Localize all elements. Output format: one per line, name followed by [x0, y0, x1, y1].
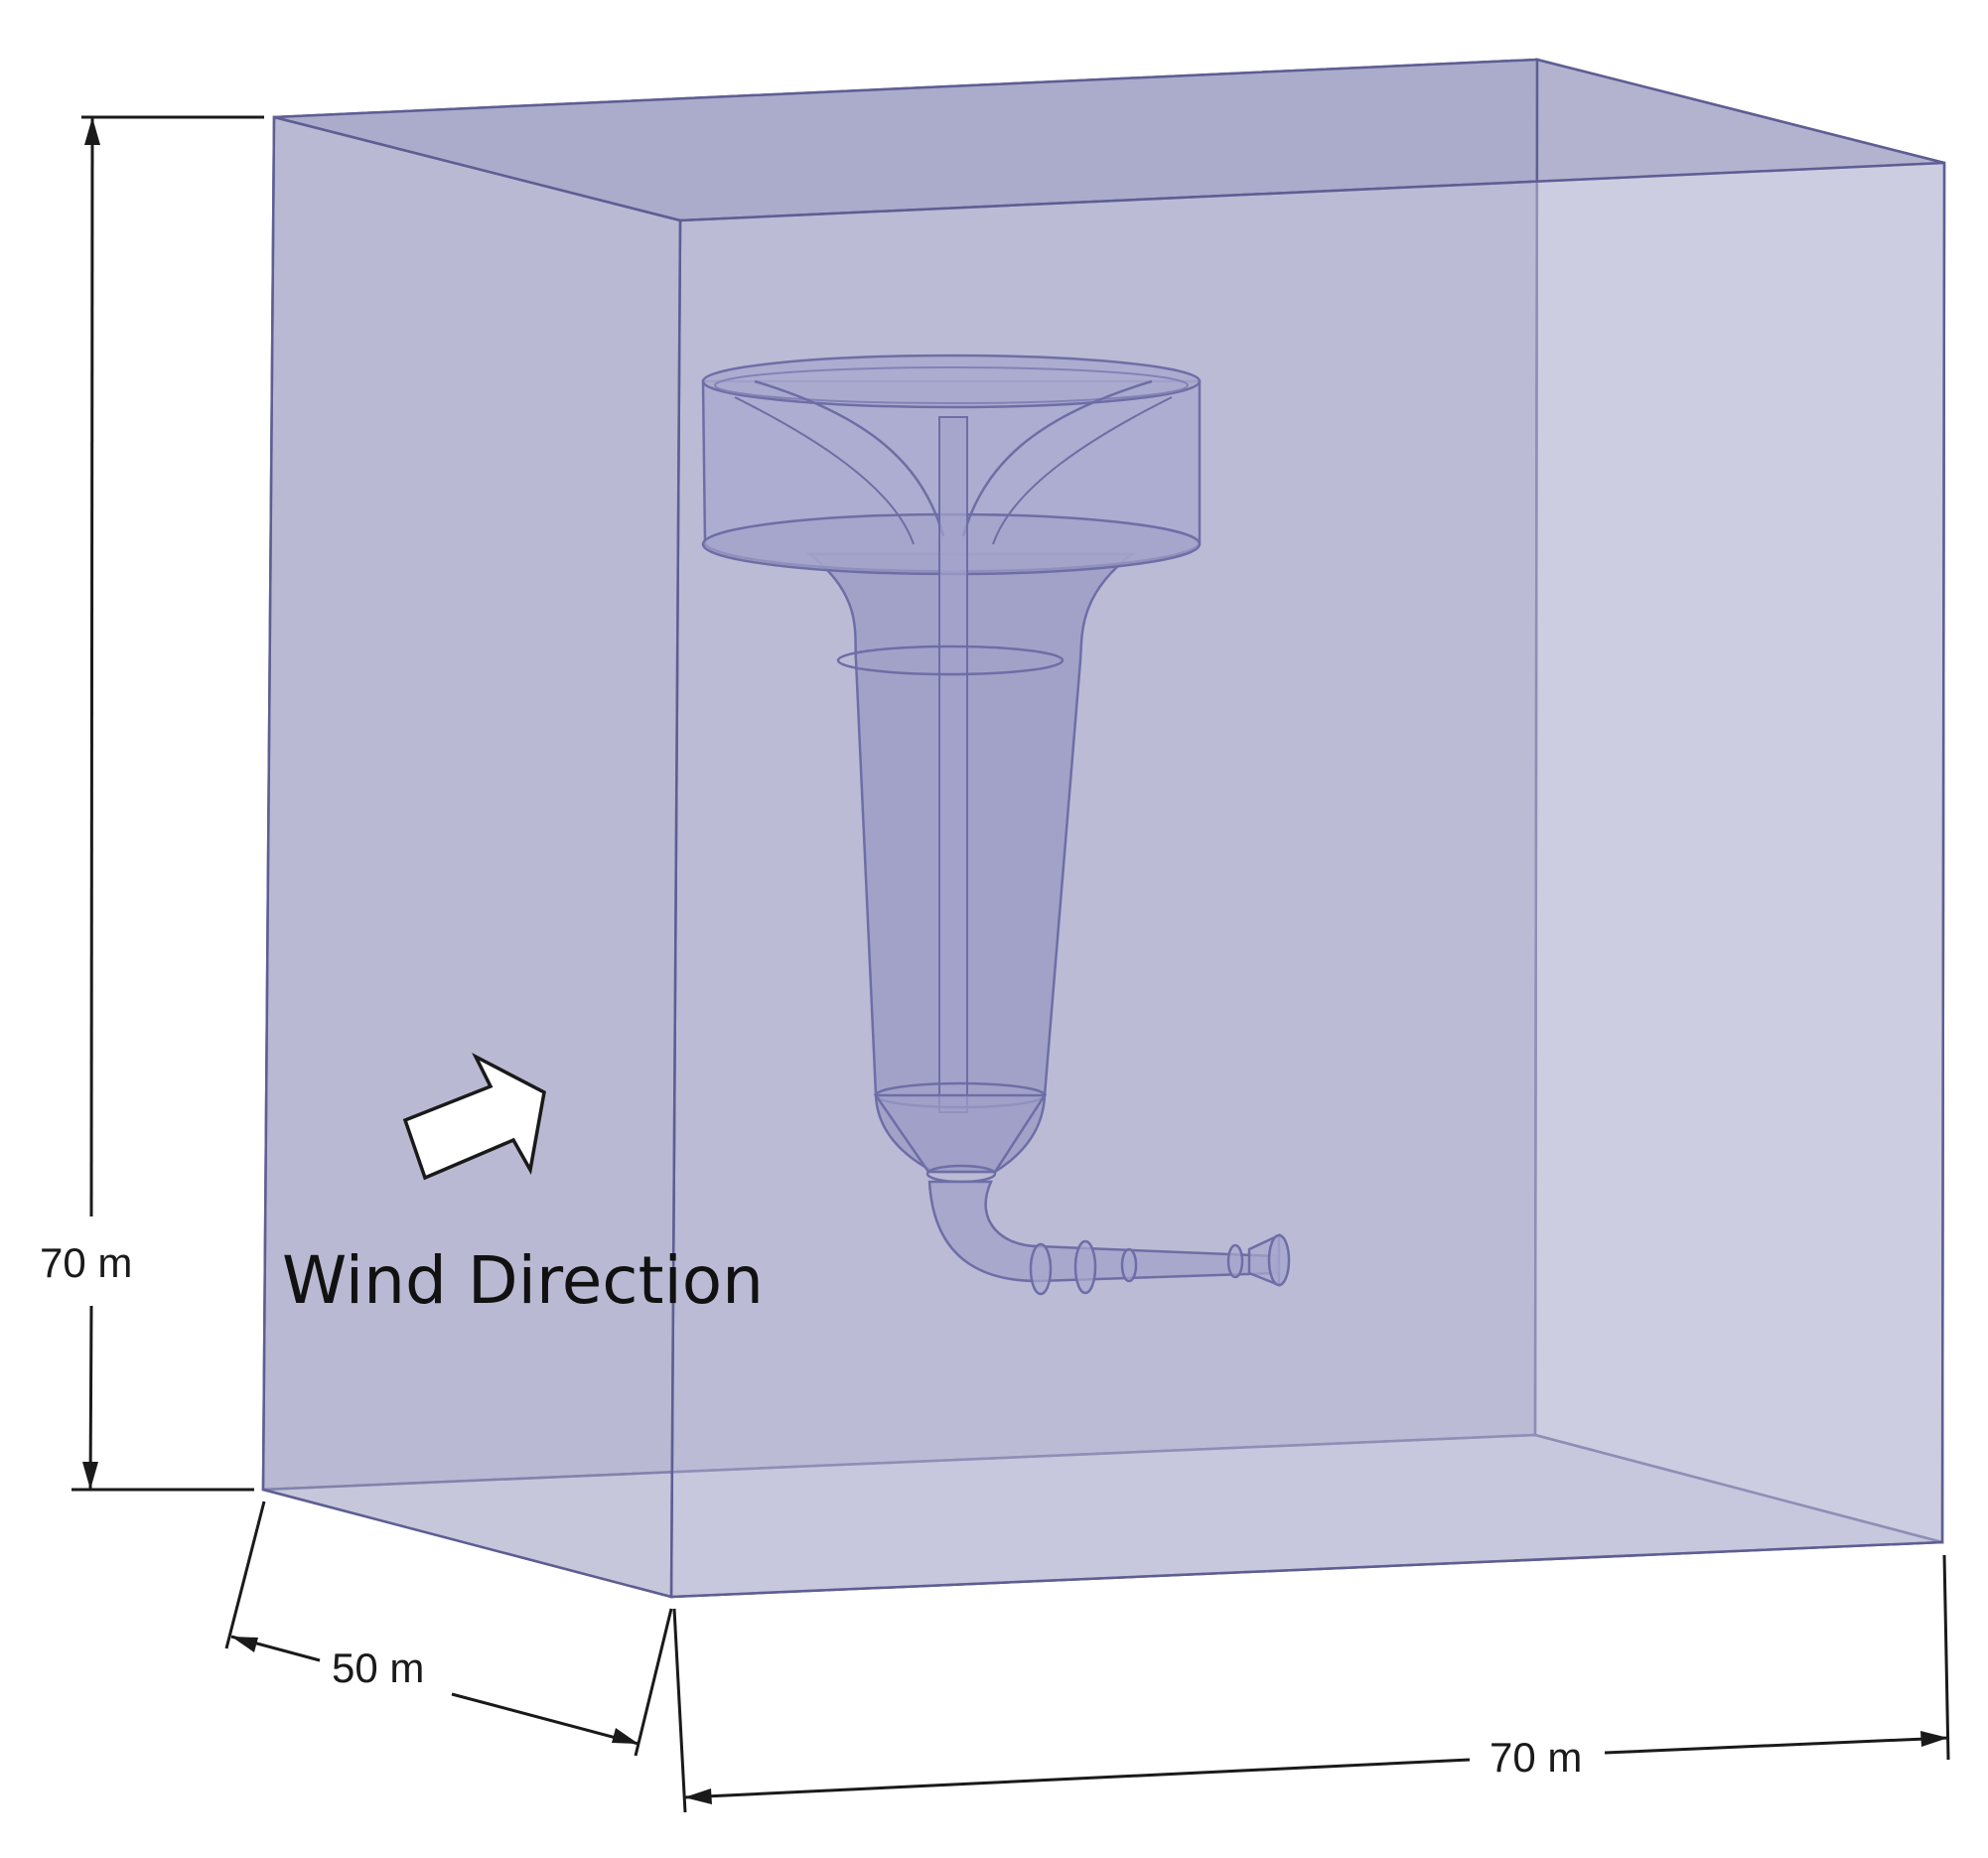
device-vane-outer-right	[992, 396, 1173, 545]
domain-box	[261, 58, 1946, 1599]
wind-arrow-shape	[402, 1052, 546, 1181]
height-dim-line-upper	[89, 116, 94, 1217]
wind-direction-label: Wind Direction	[282, 1242, 764, 1319]
device-pipe-ring-2	[1073, 1239, 1097, 1295]
device-collector-top-rim	[701, 354, 1202, 409]
depth-dimension-label: 50 m	[332, 1644, 424, 1691]
device-vane-left	[754, 379, 945, 537]
device-pipe-outlet-rim	[1267, 1233, 1291, 1287]
height-dimension-label: 70 m	[40, 1239, 132, 1286]
height-dimension	[71, 115, 264, 1492]
device-cone-ring	[836, 644, 1065, 676]
width-dim-line-right	[1604, 1736, 1949, 1755]
box-left-face	[261, 115, 682, 1599]
wind-tower-device	[701, 354, 1291, 1296]
device-pipe-ring-3	[1120, 1247, 1138, 1283]
depth-dimension	[224, 1501, 673, 1757]
width-dimension-label: 70 m	[1490, 1734, 1582, 1781]
depth-dim-line-right	[451, 1692, 639, 1746]
device-vane-right	[961, 379, 1153, 537]
device-collector-inner-rim	[714, 366, 1189, 404]
device-pipe-ring-4	[1226, 1243, 1244, 1279]
device-bend-pipe	[927, 1180, 1278, 1283]
device-vane-outer-left	[734, 396, 915, 545]
height-dim-line-lower	[88, 1305, 93, 1491]
wind-arrow-icon	[402, 1052, 546, 1181]
width-dimension	[672, 1554, 1950, 1813]
width-dim-line-left	[683, 1758, 1471, 1799]
device-pipe-ring-1	[1029, 1242, 1053, 1296]
device-central-pipe	[938, 416, 968, 1113]
